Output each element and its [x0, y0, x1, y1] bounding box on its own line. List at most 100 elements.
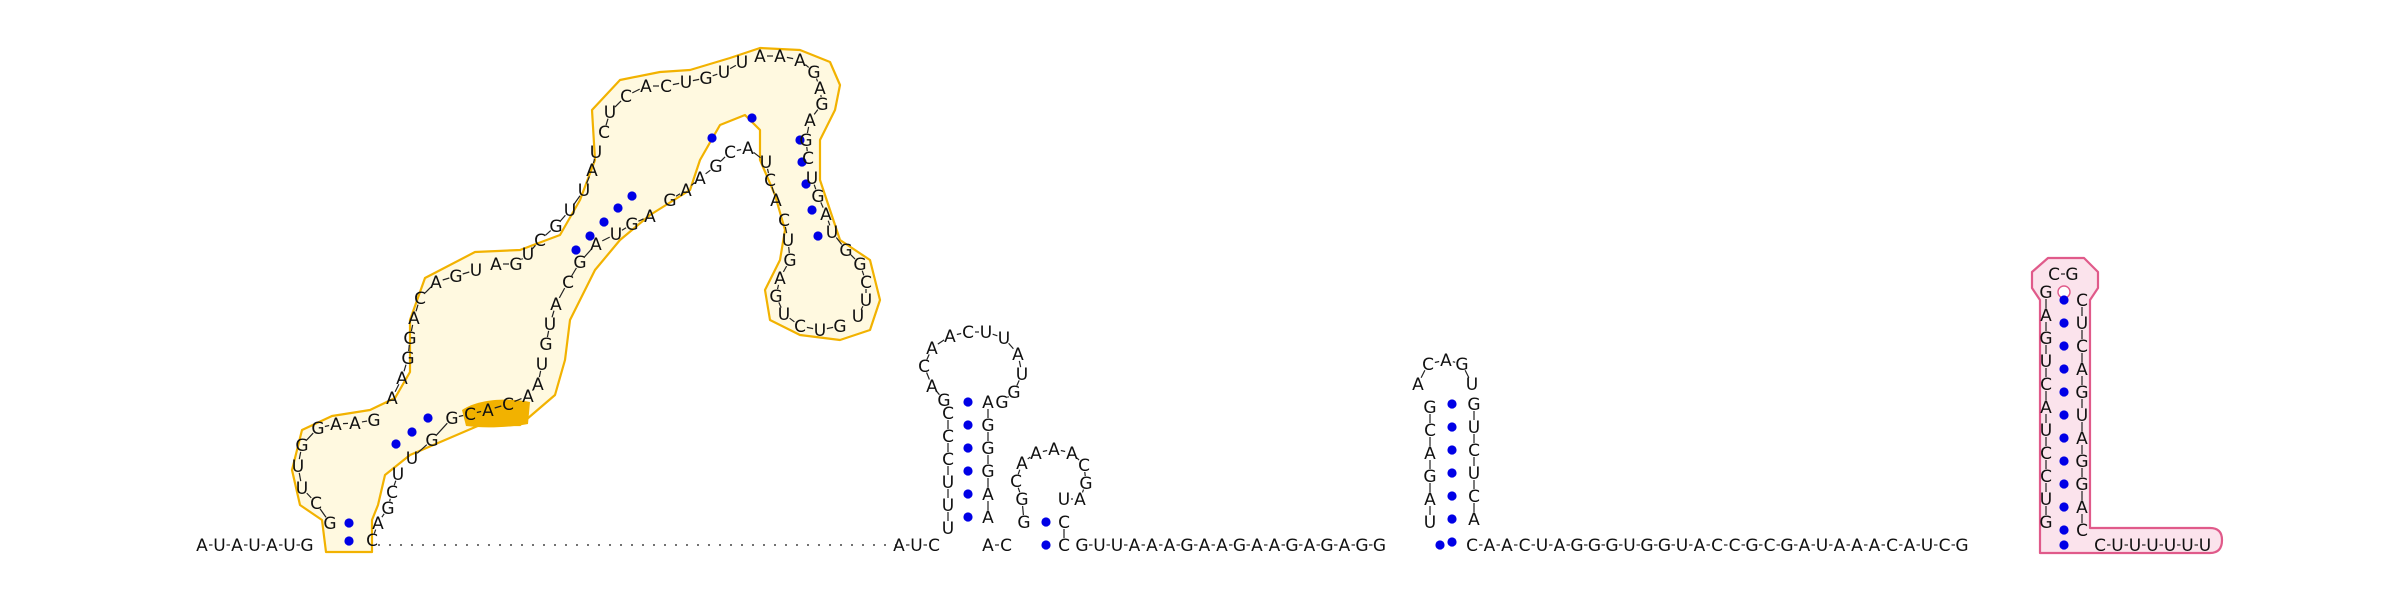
domain-nucleotide: U [814, 321, 826, 341]
domain-nucleotide: U [470, 261, 482, 281]
domain-nucleotide: A [482, 401, 494, 421]
left-tail-nucleotide: A [266, 536, 278, 556]
base-pair-dot [2059, 295, 2068, 304]
domain-nucleotide: C [660, 77, 672, 97]
backbone-link [1043, 451, 1047, 452]
linker-nucleotide: A [1501, 536, 1513, 556]
domain-nucleotide: U [826, 223, 838, 243]
domain-nucleotide: U [760, 153, 772, 173]
domain-nucleotide: A [742, 139, 754, 159]
stem-nucleotide: G [1423, 398, 1436, 418]
stem-nucleotide: U [1468, 418, 1480, 438]
domain-nucleotide: G [769, 287, 782, 307]
domain-nucleotide: U [296, 479, 308, 499]
terminator-nucleotide: C [2048, 265, 2060, 285]
stem-nucleotide: G [981, 462, 994, 482]
domain-nucleotide: A [532, 375, 544, 395]
domain-nucleotide: A [386, 389, 398, 409]
linker-nucleotide: A [1199, 536, 1211, 556]
linker-nucleotide: A [1799, 536, 1811, 556]
stem-nucleotide: A [982, 393, 994, 413]
loop-nucleotide: U [980, 323, 992, 343]
linker-nucleotide: U [1921, 536, 1933, 556]
base-pair-dot [1041, 540, 1050, 549]
terminator-nucleotide: G [2075, 383, 2088, 403]
loop-nucleotide: U [1016, 365, 1028, 385]
loop-nucleotide: U [1058, 490, 1070, 510]
domain-nucleotide: U [406, 449, 418, 469]
domain-nucleotide: U [392, 465, 404, 485]
base-pair-dot [599, 217, 608, 226]
stem-nucleotide: A [893, 536, 905, 556]
domain-nucleotide: C [802, 149, 814, 169]
domain-nucleotide: A [330, 415, 342, 435]
left-tail-nucleotide: G [300, 536, 313, 556]
base-pair-dot [1435, 540, 1444, 549]
base-pair-dot [344, 518, 353, 527]
domain-nucleotide: C [414, 289, 426, 309]
domain-nucleotide: G [425, 431, 438, 451]
base-pair-dot [2059, 525, 2068, 534]
domain-nucleotide: C [794, 317, 806, 337]
base-pair-dot [2059, 318, 2068, 327]
linker-nucleotide: A [1304, 536, 1316, 556]
linker-nucleotide: G [1355, 536, 1368, 556]
loop-nucleotide: G [995, 393, 1008, 413]
terminator-nucleotide: G [2039, 329, 2052, 349]
loop-nucleotide: A [1440, 351, 1452, 371]
terminator-nucleotide: A [2040, 306, 2052, 326]
backbone-link [957, 334, 961, 335]
domain-nucleotide: A [550, 295, 562, 315]
base-pair-dot [1447, 491, 1456, 500]
terminator-nucleotide: G [2075, 452, 2088, 472]
base-pair-dot [344, 536, 353, 545]
base-pair-dot [1447, 514, 1456, 523]
base-pair-dot [2059, 479, 2068, 488]
stem-nucleotide: C [1468, 487, 1480, 507]
loop-nucleotide: G [1015, 490, 1028, 510]
domain-nucleotide: G [449, 267, 462, 287]
loop-nucleotide: U [998, 329, 1010, 349]
domain-nucleotide: G [839, 241, 852, 261]
base-pair-dot [423, 413, 432, 422]
stem-nucleotide: A [1468, 510, 1480, 530]
terminator-tail-nucleotide: U [2129, 536, 2141, 556]
stem-nucleotide: G [1423, 467, 1436, 487]
stem-nucleotide: U [942, 496, 954, 516]
domain-nucleotide: A [586, 161, 598, 181]
terminator-nucleotide: U [2040, 421, 2052, 441]
base-pair-dot [963, 397, 972, 406]
domain-nucleotide: A [522, 387, 534, 407]
left-tail-nucleotide: A [231, 536, 243, 556]
linker-nucleotide: A [1251, 536, 1263, 556]
stem-nucleotide: A [1424, 490, 1436, 510]
domain-nucleotide: G [815, 95, 828, 115]
domain-nucleotide: A [430, 273, 442, 293]
base-pair-dot [627, 191, 636, 200]
domain-nucleotide: U [736, 53, 748, 73]
linker-nucleotide: G [1588, 536, 1601, 556]
stem-nucleotide: U [1468, 464, 1480, 484]
linker-nucleotide: A [1554, 536, 1566, 556]
domain-nucleotide: C [534, 231, 546, 251]
loop-nucleotide: A [1074, 490, 1086, 510]
linker-nucleotide: U [1623, 536, 1635, 556]
base-pair-dot [2059, 502, 2068, 511]
base-pair-dot [2059, 364, 2068, 373]
loop-nucleotide: A [926, 377, 938, 397]
domain-nucleotide: U [610, 225, 622, 245]
domain-nucleotide: C [778, 211, 790, 231]
linker-nucleotide: G [1745, 536, 1758, 556]
base-pair-dot [963, 489, 972, 498]
terminator-nucleotide: A [2076, 429, 2088, 449]
linker-nucleotide: G [1233, 536, 1246, 556]
loop-nucleotide: C [1422, 355, 1434, 375]
stem-nucleotide: G [1467, 395, 1480, 415]
terminator-nucleotide: C [2076, 521, 2088, 541]
domain-nucleotide: G [367, 411, 380, 431]
domain-nucleotide: U [718, 63, 730, 83]
domain-nucleotide: C [860, 273, 872, 293]
domain-nucleotide: G [853, 255, 866, 275]
backbone-link [737, 150, 741, 151]
